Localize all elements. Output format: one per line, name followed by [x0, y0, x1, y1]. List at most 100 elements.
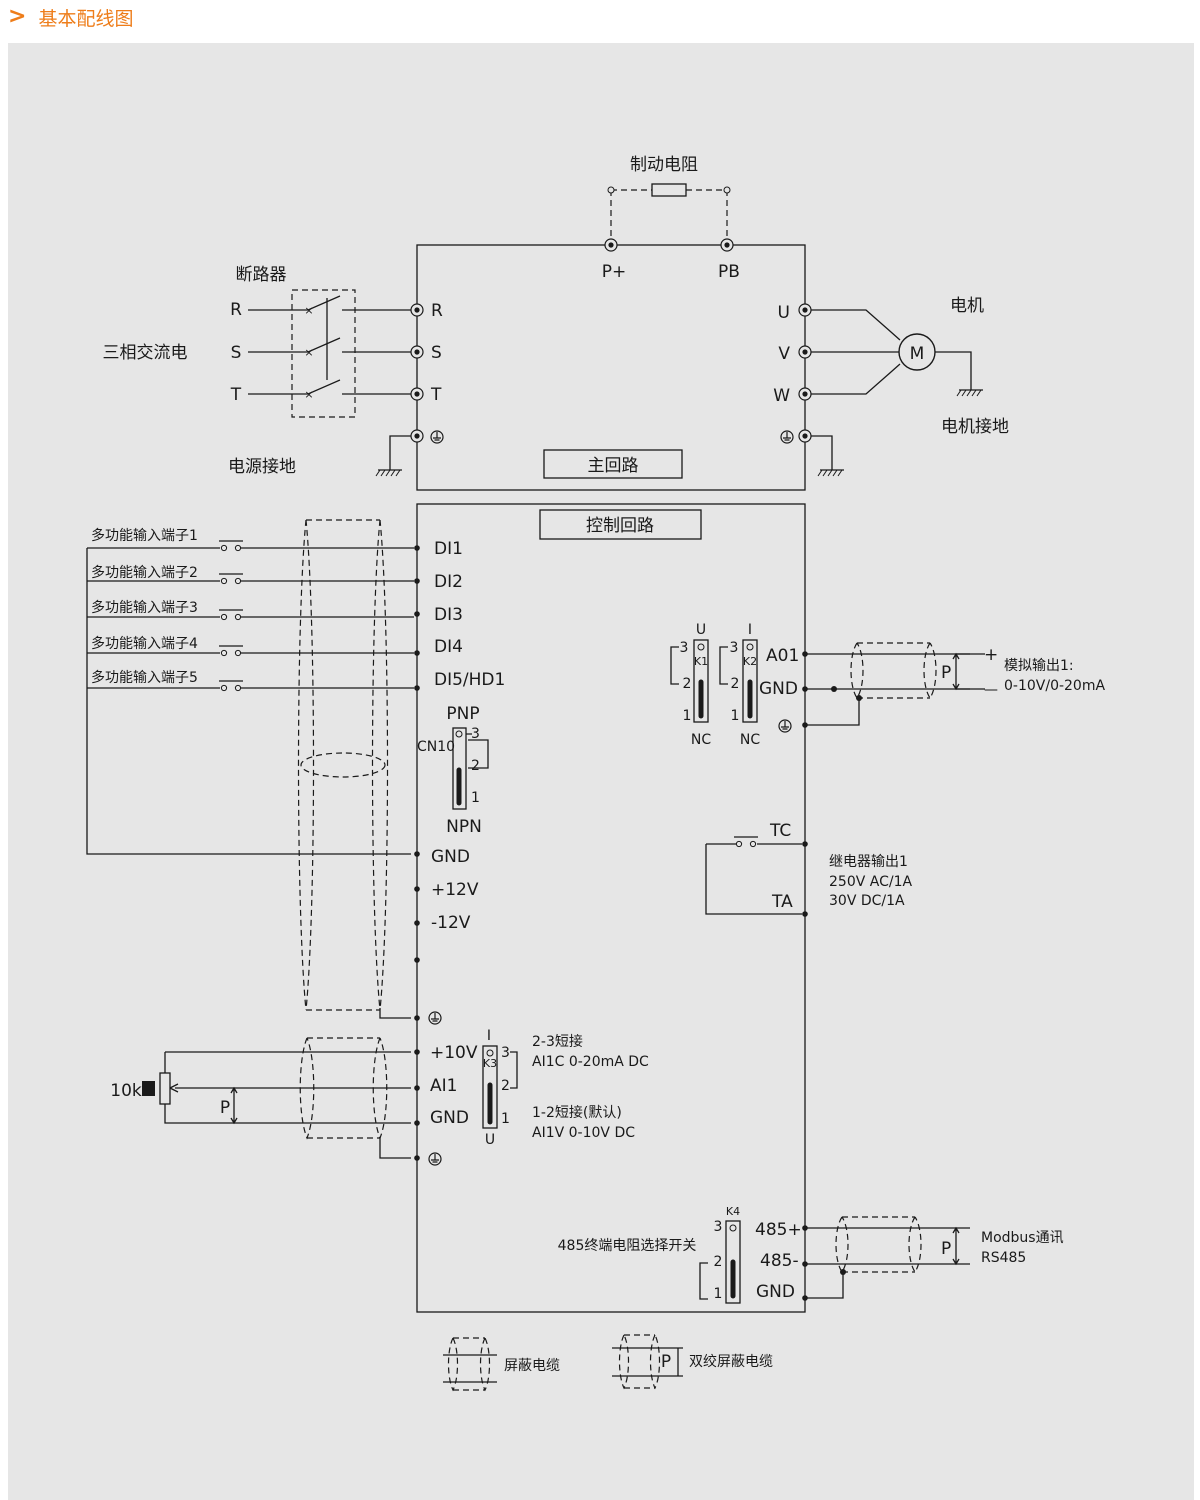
- supply-s: S: [231, 343, 242, 363]
- svg-text:1: 1: [683, 708, 692, 724]
- legend-p-label: P: [661, 1352, 671, 1372]
- breaker-block: 断路器 三相交流电 R S T × × × 电源接地: [103, 265, 411, 477]
- svg-text:1: 1: [501, 1111, 510, 1127]
- k3-i-label: I: [487, 1028, 491, 1044]
- k2-label: K2: [743, 655, 757, 668]
- k4-label: K4: [726, 1205, 740, 1218]
- k3-label: K3: [483, 1057, 497, 1070]
- k3-23-title: 2-3短接: [532, 1033, 583, 1050]
- chevron-right-icon: >: [8, 4, 27, 29]
- supply-t: T: [230, 385, 242, 405]
- terminal-u: U: [778, 303, 790, 323]
- terminal-pb: PB: [718, 262, 740, 282]
- svg-text:×: ×: [304, 304, 313, 317]
- relay-title: 继电器输出1: [829, 854, 908, 870]
- section-header: > 基本配线图: [8, 0, 133, 34]
- k3-12-title: 1-2短接(默认): [532, 1104, 622, 1121]
- k2-nc-label: NC: [740, 732, 760, 748]
- control-circuit-box: 控制回路: [416, 503, 806, 1313]
- motor-symbol: M: [910, 344, 925, 364]
- supply-r: R: [230, 300, 242, 320]
- main-circuit-box: P+ PB R S T U V W 主回路: [410, 238, 812, 491]
- terminal-gnd-ao: GND: [759, 679, 798, 699]
- terminal-r: R: [431, 301, 443, 321]
- brake-resistor: 制动电阻: [607, 155, 731, 241]
- cn10-jumper: PNP NPN CN10 3 2 1: [417, 704, 489, 837]
- terminal-gnd-485: GND: [756, 1282, 795, 1302]
- brake-resistor-label: 制动电阻: [630, 155, 698, 175]
- relay-output: TC TA 继电器输出1 250V AC/1A 30V DC/1A: [705, 821, 912, 917]
- k1-u-label: U: [696, 622, 706, 638]
- svg-text:3: 3: [501, 1045, 510, 1061]
- svg-text:1: 1: [714, 1286, 723, 1302]
- pnp-label: PNP: [446, 704, 479, 724]
- svg-text:×: ×: [304, 346, 313, 359]
- svg-text:×: ×: [304, 388, 313, 401]
- terminal-w: W: [773, 386, 790, 406]
- k1-nc-label: NC: [691, 732, 711, 748]
- svg-text:2: 2: [471, 758, 480, 774]
- modbus-label: Modbus通讯: [981, 1230, 1064, 1246]
- legend-shielded: 屏蔽电缆: [504, 1358, 560, 1374]
- terminal-ao1: A01: [766, 646, 799, 666]
- terminal-di1: DI1: [434, 539, 463, 559]
- k1-label: K1: [694, 655, 708, 668]
- cn10-label: CN10: [417, 739, 455, 755]
- svg-text:1: 1: [731, 708, 740, 724]
- k3-12-desc: AI1V 0-10V DC: [532, 1125, 635, 1141]
- ai-p-label: P: [220, 1098, 230, 1118]
- di-input-label-3: 多功能输入端子3: [91, 599, 198, 616]
- terminal-di2: DI2: [434, 572, 463, 592]
- digital-inputs: 多功能输入端子1 多功能输入端子2 多功能输入端子3 多功能输入端子4 多功能输…: [86, 519, 505, 1025]
- analog-output: U K1 3 2 1 NC I K2 3 2 1 NC A01 GND P + …: [670, 622, 1105, 748]
- analog-minus: —: [984, 682, 998, 698]
- di-input-label-1: 多功能输入端子1: [91, 527, 198, 544]
- svg-text:3: 3: [714, 1219, 723, 1235]
- analog-p-label: P: [941, 663, 951, 683]
- terminal-ai1: AI1: [430, 1076, 457, 1096]
- di-input-label-2: 多功能输入端子2: [91, 564, 198, 581]
- pot-label: 10k: [110, 1081, 142, 1101]
- svg-text:3: 3: [730, 640, 739, 656]
- terminal-tc: TC: [769, 821, 791, 841]
- relay-ac: 250V AC/1A: [829, 874, 912, 890]
- terminal-485m: 485-: [760, 1251, 799, 1271]
- svg-text:2: 2: [731, 676, 740, 692]
- motor-block: 电机 M 电机接地: [811, 296, 1009, 477]
- svg-text:3: 3: [680, 640, 689, 656]
- three-phase-label: 三相交流电: [103, 343, 188, 363]
- di-input-label-4: 多功能输入端子4: [91, 635, 198, 652]
- terminal-v: V: [778, 344, 790, 364]
- terminal-s: S: [431, 343, 442, 363]
- power-ground-label: 电源接地: [228, 457, 296, 477]
- svg-text:2: 2: [714, 1254, 723, 1270]
- main-circuit-label: 主回路: [588, 456, 639, 476]
- analog-out-range: 0-10V/0-20mA: [1004, 678, 1105, 694]
- analog-out-title: 模拟输出1:: [1004, 658, 1074, 674]
- k3-23-desc: AI1C 0-20mA DC: [532, 1054, 649, 1070]
- legend: 屏蔽电缆 P 双绞屏蔽电缆: [443, 1334, 773, 1392]
- k3-u-label: U: [485, 1132, 495, 1148]
- rs485-switch-label: 485终端电阻选择开关: [558, 1238, 697, 1254]
- section-title: 基本配线图: [38, 7, 134, 30]
- rs485-block: K4 3 2 1 485终端电阻选择开关 485+ 485- GND P Mod…: [558, 1205, 1064, 1304]
- rs485-label: RS485: [981, 1250, 1026, 1266]
- rs485-p-label: P: [941, 1239, 951, 1259]
- terminal-p12v: +12V: [431, 880, 479, 900]
- legend-twisted: 双绞屏蔽电缆: [689, 1353, 773, 1370]
- terminal-gnd-ai: GND: [430, 1108, 469, 1128]
- terminal-485p: 485+: [755, 1220, 802, 1240]
- terminal-t: T: [430, 385, 442, 405]
- svg-text:3: 3: [471, 726, 480, 742]
- svg-text:2: 2: [501, 1078, 510, 1094]
- relay-dc: 30V DC/1A: [829, 893, 905, 909]
- svg-text:2: 2: [683, 676, 692, 692]
- breaker-label: 断路器: [236, 265, 287, 285]
- terminal-di5: DI5/HD1: [434, 670, 505, 690]
- diagram-panel: [8, 43, 1194, 1500]
- motor-ground-label: 电机接地: [941, 417, 1009, 437]
- terminal-p-plus: P+: [602, 262, 627, 282]
- analog-input: 10k P +10V AI1 GND I K3 3 2 1 U 2-3短接 AI…: [110, 1028, 649, 1166]
- terminal-ta: TA: [771, 892, 793, 912]
- control-circuit-label: 控制回路: [586, 516, 654, 536]
